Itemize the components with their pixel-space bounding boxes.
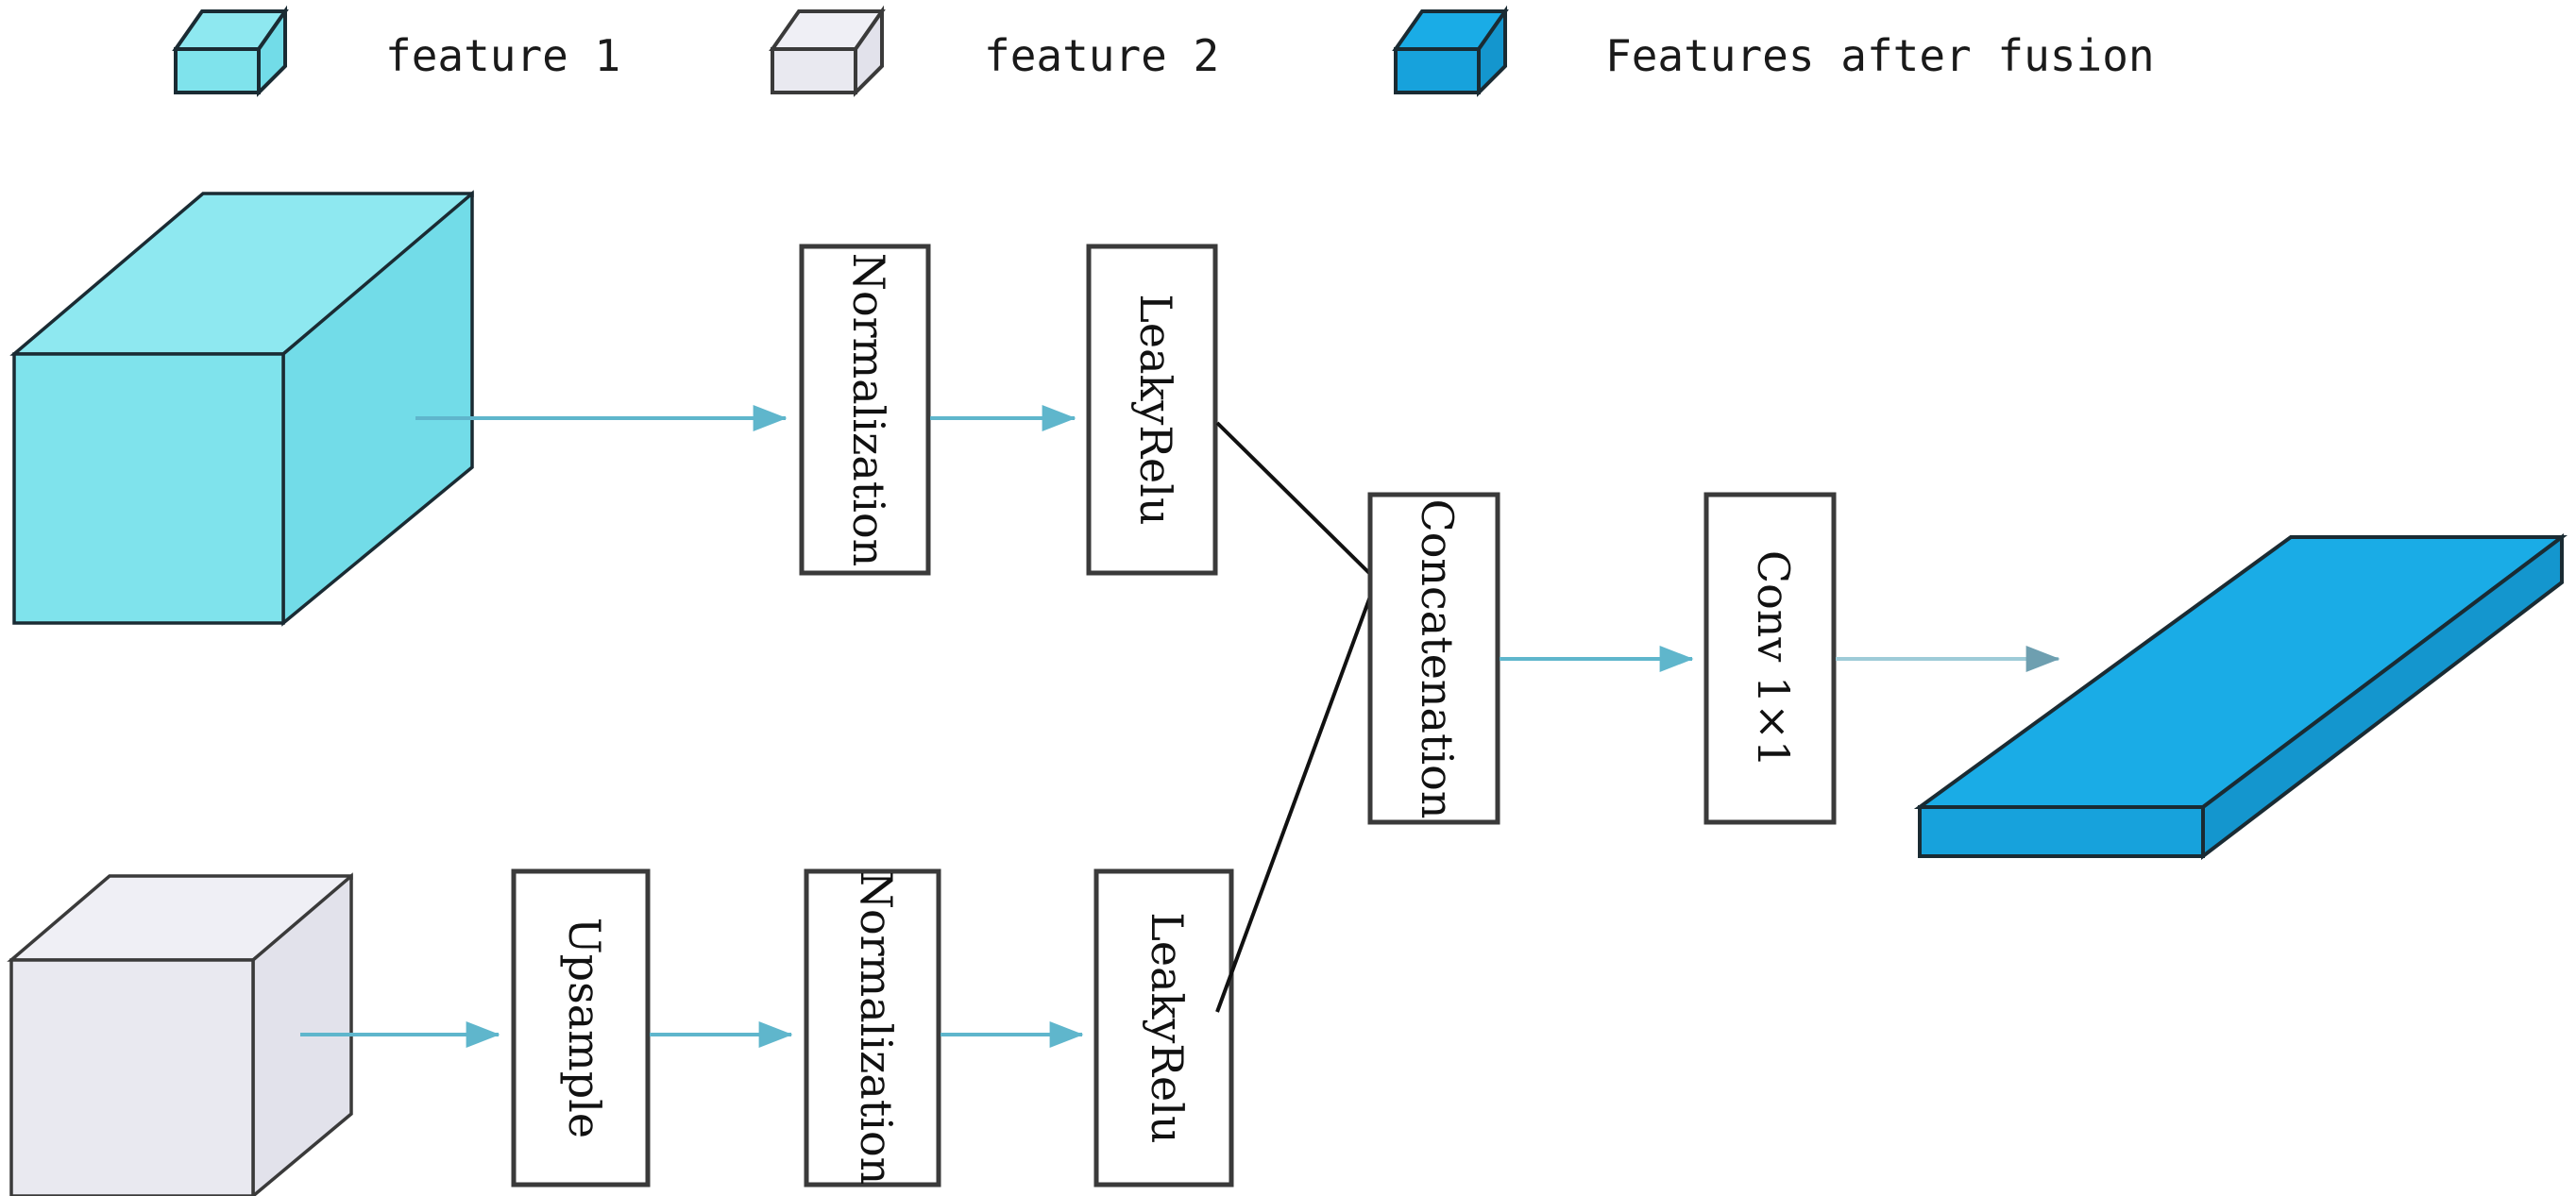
legend: feature 1 feature 2 Features after fusio… <box>172 5 2155 97</box>
stage-conv1x1[interactable]: Conv 1×1 <box>1703 492 1837 825</box>
stage-norm-bottom[interactable]: Normalization <box>804 868 941 1188</box>
fused-feature-slab <box>1913 532 2568 861</box>
stage-norm-top[interactable]: Normalization <box>799 244 931 576</box>
legend-swatch-fusion <box>1392 5 1509 97</box>
stage-concatenation[interactable]: Concatenation <box>1367 492 1500 825</box>
stage-leakyrelu-bottom[interactable]: LeakyRelu <box>1093 868 1234 1188</box>
stage-label-upsample: Upsample <box>559 918 610 1138</box>
legend-swatch-feature2 <box>769 5 886 97</box>
stage-label-conv1x1: Conv 1×1 <box>1748 550 1799 767</box>
stage-label-norm-top: Normalization <box>843 253 894 567</box>
stage-label-concatenation: Concatenation <box>1412 499 1463 819</box>
stage-leakyrelu-top[interactable]: LeakyRelu <box>1086 244 1218 576</box>
legend-swatch-feature1 <box>172 5 289 97</box>
connector-top-to-concatenation <box>1215 421 1372 576</box>
legend-label-fusion: Features after fusion <box>1605 30 2155 81</box>
connector-bottom-to-concatenation <box>1215 596 1372 1013</box>
stage-upsample-bottom[interactable]: Upsample <box>511 868 651 1188</box>
feature-1-volume <box>9 190 474 627</box>
stage-label-leakyrelu-bottom: LeakyRelu <box>1142 912 1193 1143</box>
stage-label-leakyrelu-top: LeakyRelu <box>1130 294 1181 525</box>
legend-label-feature1: feature 1 <box>385 30 620 81</box>
legend-label-feature2: feature 2 <box>984 30 1219 81</box>
stage-label-norm-bottom: Normalization <box>851 871 902 1186</box>
